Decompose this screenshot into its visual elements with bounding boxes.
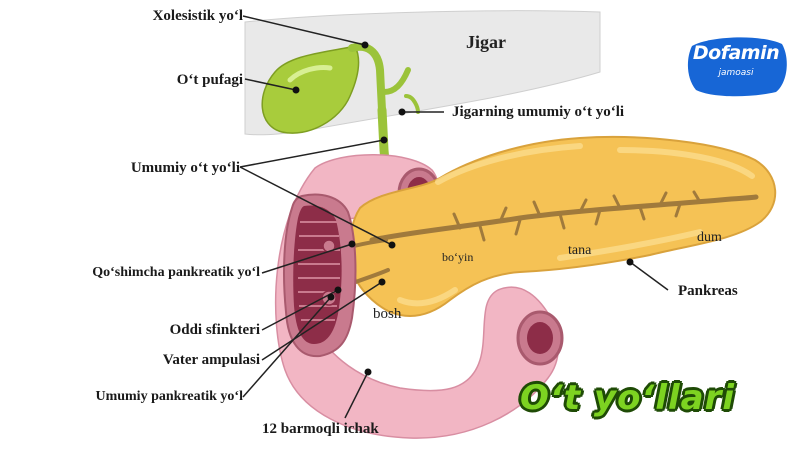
pancreas-tail-label: dum — [697, 230, 722, 245]
duodenum-cross-section — [283, 193, 357, 358]
pancreas-head-label: bosh — [373, 306, 402, 322]
gallbladder-shape — [261, 45, 360, 134]
pancreas-body-label: tana — [568, 243, 592, 258]
pancreas-label: Pankreas — [678, 283, 738, 299]
leader-lines — [239, 15, 669, 419]
duodenum-label: 12 barmoqli ichak — [262, 421, 379, 437]
main-pancreatic-duct-label: Umumiy pankreatik yoʻl — [95, 389, 243, 404]
liver-label: Jigar — [466, 32, 506, 52]
logo-badge-shape — [687, 37, 787, 97]
diagram-title: Oʻt yoʻllari — [520, 378, 736, 418]
vater-ampulla-label: Vater ampulasi — [162, 352, 260, 368]
pancreas-shape — [344, 136, 777, 317]
leader-dots — [292, 41, 634, 376]
gallbladder-label: Oʻt pufagi — [176, 72, 243, 88]
pancreas-neck-label: boʻyin — [442, 250, 474, 264]
sphincter-of-oddi-label: Oddi sfinkteri — [169, 322, 260, 338]
accessory-pancreatic-duct-label: Qoʻshimcha pankreatik yoʻl — [92, 265, 260, 280]
common-hepatic-duct-label: Jigarning umumiy oʻt yoʻli — [452, 104, 625, 120]
dofamin-logo: Dofamin jamoasi — [688, 38, 784, 96]
logo-name-text: Dofamin — [692, 42, 780, 64]
logo-subtitle-text: jamoasi — [718, 68, 754, 78]
cystic-duct-label: Xolesistik yoʻl — [152, 8, 243, 24]
common-bile-duct-label: Umumiy oʻt yoʻli — [130, 160, 240, 176]
